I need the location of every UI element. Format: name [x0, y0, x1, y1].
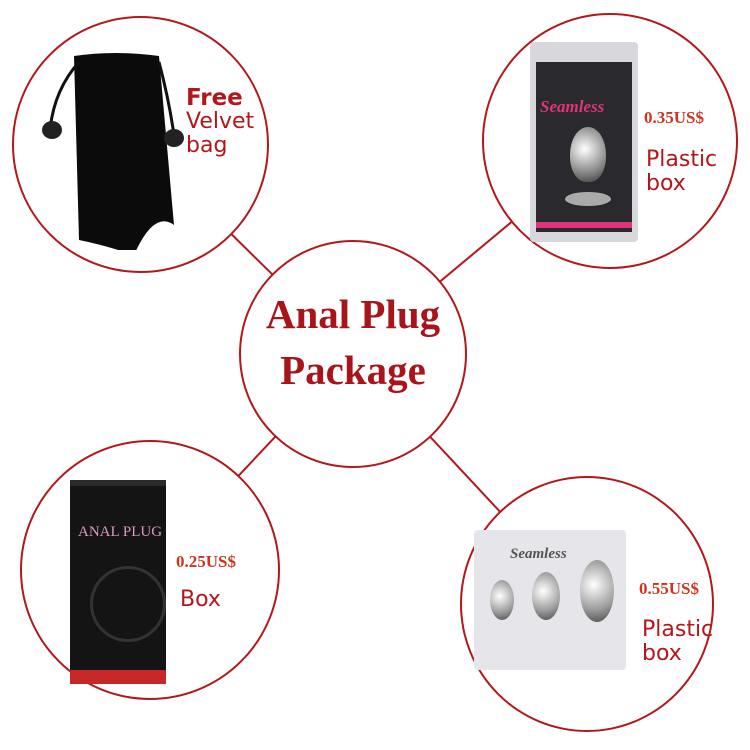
box-image: ANAL PLUG [70, 480, 166, 684]
velvet-bag-label: Free Velvet bag [186, 86, 254, 158]
page-title: Anal Plug Package [240, 286, 466, 398]
brand-text: Seamless [510, 546, 567, 562]
title-line-1: Anal Plug [265, 291, 441, 337]
label-line-1: Box [180, 587, 221, 612]
center-circle [239, 240, 467, 468]
box-price: 0.25US$ [176, 552, 236, 571]
brand-text: ANAL PLUG [78, 524, 163, 540]
label-line-1: Velvet [186, 109, 255, 134]
label-line-2: box [646, 171, 686, 196]
plastic-box-price: 0.35US$ [644, 108, 704, 127]
velvet-bag-image [42, 53, 184, 250]
label-line-1: Plastic [642, 617, 714, 642]
brand-text: Seamless [540, 97, 605, 116]
title-line-2: Package [280, 347, 426, 393]
plastic-box-set-label: Plastic box [642, 618, 713, 666]
label-line-2: box [642, 641, 682, 666]
plastic-box-set-price: 0.55US$ [639, 579, 699, 598]
plastic-box-label: Plastic box [646, 148, 717, 196]
free-tag: Free [186, 85, 243, 111]
label-line-2: bag [186, 133, 228, 158]
box-label: Box [180, 588, 221, 612]
label-line-1: Plastic [646, 147, 718, 172]
plastic-box-image: Seamless [530, 42, 638, 242]
plastic-box-set-image: Seamless [474, 530, 626, 670]
